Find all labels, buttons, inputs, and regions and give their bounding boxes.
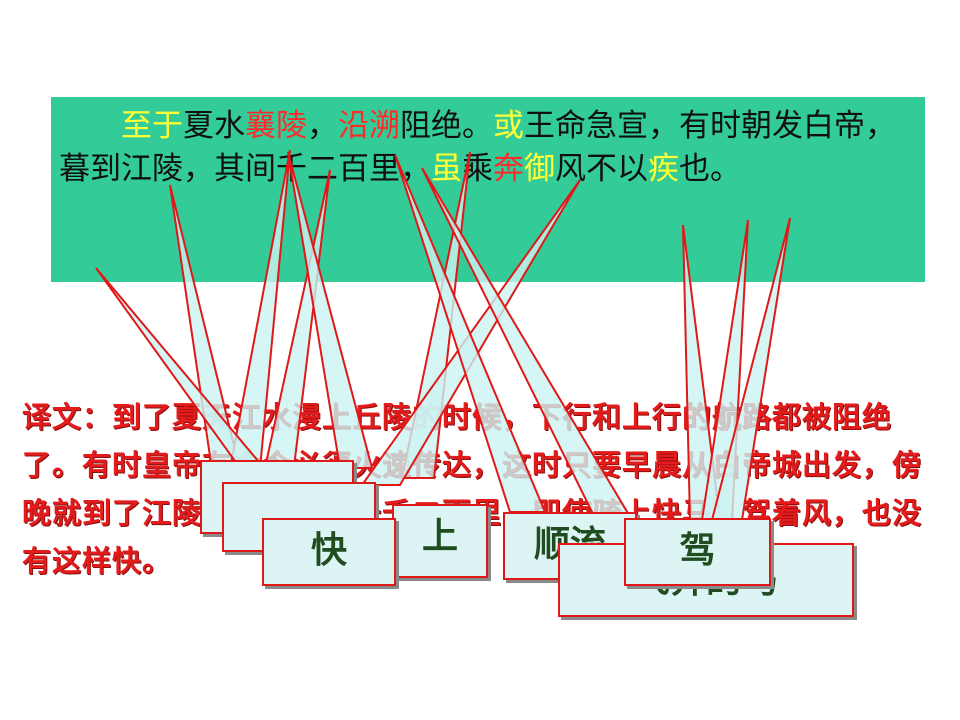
passage-segment: 也。 [679,151,741,187]
passage-segment: 疾 [648,151,679,187]
passage-segment: 至于 [121,108,183,144]
callout-jia: 驾 [624,518,771,586]
passage-segment: 沿溯 [338,108,400,144]
callout-kuai: 快 [262,518,396,586]
classical-passage-panel: 至于夏水襄陵，沿溯阻绝。或王命急宣，有时朝发白帝，暮到江陵，其间千二百里，虽乘奔… [51,97,925,282]
passage-segment: 或 [493,108,524,144]
passage-indent [59,108,121,144]
passage-segment: 御 [524,151,555,187]
passage-segment: ， [307,108,338,144]
passage-segment: 乘 [462,151,493,187]
callout-shang: 上 [392,504,488,578]
passage-segment: 奔 [493,151,524,187]
passage-segment: 阻绝。 [400,108,493,144]
passage-segment: 襄陵 [245,108,307,144]
passage-segment: 虽 [431,151,462,187]
passage-segment: 风不以 [555,151,648,187]
classical-passage-text: 至于夏水襄陵，沿溯阻绝。或王命急宣，有时朝发白帝，暮到江陵，其间千二百里，虽乘奔… [59,105,921,191]
passage-segment: 夏水 [183,108,245,144]
